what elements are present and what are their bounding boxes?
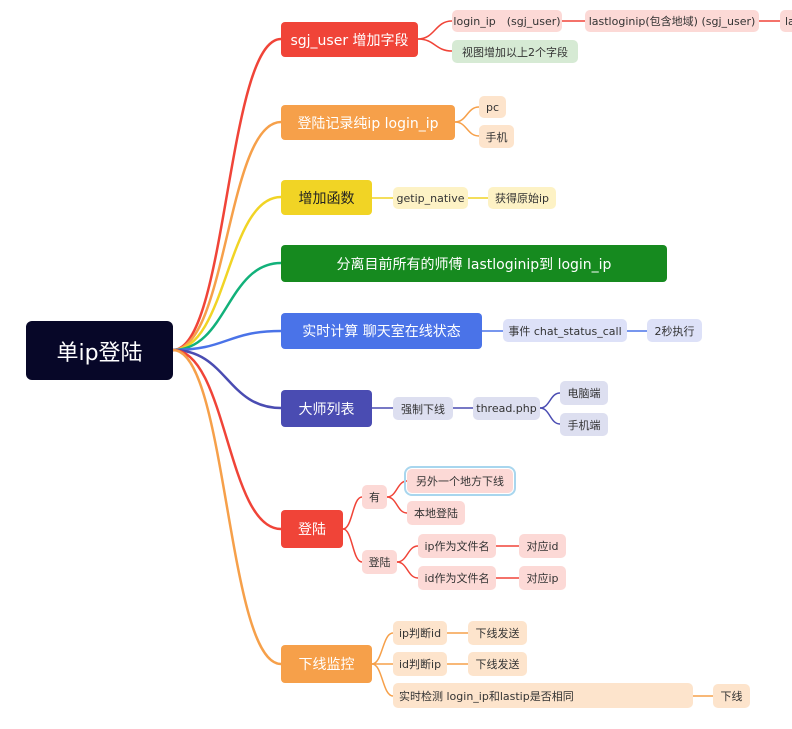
link-monitor-ipcheck (371, 632, 394, 665)
leaf-realtime-detect[interactable]: 实时检测 login_ip和lastip是否相同 (393, 683, 693, 708)
link-yes-elsewhere (386, 480, 408, 498)
leaf-event-chat-status-call[interactable]: 事件 chat_status_call (503, 319, 627, 342)
link-thread-desktop (539, 392, 561, 409)
leaf-getip-native[interactable]: getip_native (393, 187, 468, 209)
link-root-login-record (171, 120, 283, 352)
leaf-lastloginip[interactable]: lastloginip(包含地域) (sgj_user) (585, 10, 759, 32)
leaf-maps-to-id[interactable]: 对应id (519, 534, 566, 558)
link-root-sgj-user (171, 37, 283, 352)
link-login-sub (342, 528, 363, 563)
branch-login[interactable]: 登陆 (281, 510, 343, 548)
branch-offline-monitor[interactable]: 下线监控 (281, 645, 372, 683)
leaf-view-add-fields[interactable]: 视图增加以上2个字段 (452, 40, 578, 63)
branch-login-record[interactable]: 登陆记录纯ip login_ip (281, 105, 455, 140)
link-root-add-function (171, 195, 283, 352)
link-sub-idfile (396, 561, 419, 579)
leaf-force-offline[interactable]: 强制下线 (393, 397, 453, 420)
leaf-mobile-client[interactable]: 手机端 (560, 413, 608, 436)
link-root-login (171, 348, 283, 531)
leaf-logout-elsewhere[interactable]: 另外一个地方下线 (404, 466, 516, 496)
link-login-yes (342, 496, 363, 530)
link-root-offline-monitor (171, 348, 283, 666)
link-sub-ipfile (396, 545, 419, 563)
leaf-login-ip-sgj-user[interactable]: login_ip (sgj_user) (452, 10, 562, 32)
leaf-desktop[interactable]: 电脑端 (560, 381, 608, 405)
link-monitor-detect (371, 663, 394, 697)
link-root-realtime (171, 329, 283, 352)
link-root-master-list (171, 348, 283, 410)
link-thread-mobile (539, 407, 561, 425)
branch-master-list[interactable]: 大师列表 (281, 390, 372, 427)
leaf-id-as-filename[interactable]: id作为文件名 (418, 566, 496, 590)
link-record-mobile (454, 121, 480, 137)
leaf-id-check-ip[interactable]: id判断ip (393, 652, 447, 676)
leaf-every-2-seconds[interactable]: 2秒执行 (647, 319, 702, 342)
branch-separate-masters[interactable]: 分离目前所有的师傅 lastloginip到 login_ip (281, 245, 667, 282)
link-yes-local (386, 496, 408, 514)
branch-add-function[interactable]: 增加函数 (281, 180, 372, 215)
root-node[interactable]: 单ip登陆 (26, 321, 173, 380)
link-sgj-view (417, 38, 453, 52)
leaf-local-login[interactable]: 本地登陆 (407, 501, 465, 525)
leaf-get-original-ip[interactable]: 获得原始ip (488, 187, 556, 209)
leaf-las-truncated[interactable]: las (780, 10, 792, 32)
leaf-pc[interactable]: pc (479, 96, 506, 118)
leaf-login-sub[interactable]: 登陆 (362, 550, 397, 574)
leaf-offline[interactable]: 下线 (713, 684, 750, 708)
leaf-mobile[interactable]: 手机 (479, 125, 514, 148)
leaf-send-offline-1[interactable]: 下线发送 (468, 621, 527, 645)
leaf-yes[interactable]: 有 (362, 485, 387, 509)
link-sgj-login-ip (417, 20, 453, 40)
branch-sgj-user[interactable]: sgj_user 增加字段 (281, 22, 418, 57)
leaf-send-offline-2[interactable]: 下线发送 (468, 652, 527, 676)
branch-realtime-calc[interactable]: 实时计算 聊天室在线状态 (281, 313, 482, 349)
leaf-ip-check-id[interactable]: ip判断id (393, 621, 447, 645)
leaf-ip-as-filename[interactable]: ip作为文件名 (418, 534, 496, 558)
leaf-thread-php[interactable]: thread.php (473, 397, 540, 420)
link-record-pc (454, 106, 480, 123)
link-root-separate (171, 261, 283, 352)
leaf-maps-to-ip[interactable]: 对应ip (519, 566, 566, 590)
